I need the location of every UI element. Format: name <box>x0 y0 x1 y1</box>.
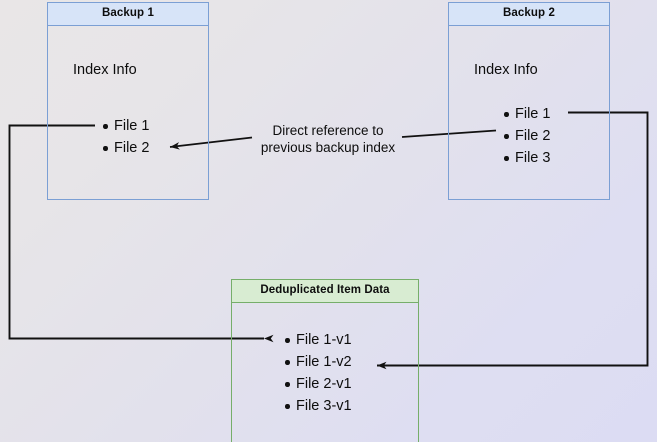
backup-1-index-info-label: Index Info <box>73 62 137 78</box>
node-deduplicated-item-data-header: Deduplicated Item Data <box>232 280 418 303</box>
node-backup-1[interactable]: Backup 1 Index Info File 1 File 2 <box>47 2 209 200</box>
node-backup-1-body: Index Info File 1 File 2 <box>48 26 208 199</box>
list-item: File 1 <box>102 115 149 137</box>
node-backup-2-body: Index Info File 1 File 2 File 3 <box>449 26 609 199</box>
list-item: File 2-v1 <box>285 373 352 395</box>
node-backup-2-header: Backup 2 <box>449 3 609 26</box>
backup-2-file-list: File 1 File 2 File 3 <box>499 103 550 169</box>
list-item: File 3 <box>503 147 550 169</box>
dedup-file-list: File 1-v1 File 1-v2 File 2-v1 File 3-v1 <box>280 329 352 417</box>
edge-label-direct-reference: Direct reference to previous backup inde… <box>260 123 396 155</box>
backup-2-index-info-label: Index Info <box>474 62 538 78</box>
list-item: File 1-v2 <box>285 351 352 373</box>
list-item: File 1-v1 <box>285 329 352 351</box>
list-item: File 2 <box>503 125 550 147</box>
node-backup-1-header: Backup 1 <box>48 3 208 26</box>
backup-1-file-list: File 1 File 2 <box>98 115 149 159</box>
node-deduplicated-item-data[interactable]: Deduplicated Item Data File 1-v1 File 1-… <box>231 279 419 442</box>
node-deduplicated-item-data-body: File 1-v1 File 1-v2 File 2-v1 File 3-v1 <box>232 303 418 442</box>
list-item: File 2 <box>102 137 149 159</box>
list-item: File 3-v1 <box>285 395 352 417</box>
list-item: File 1 <box>503 103 550 125</box>
node-backup-2[interactable]: Backup 2 Index Info File 1 File 2 File 3 <box>448 2 610 200</box>
